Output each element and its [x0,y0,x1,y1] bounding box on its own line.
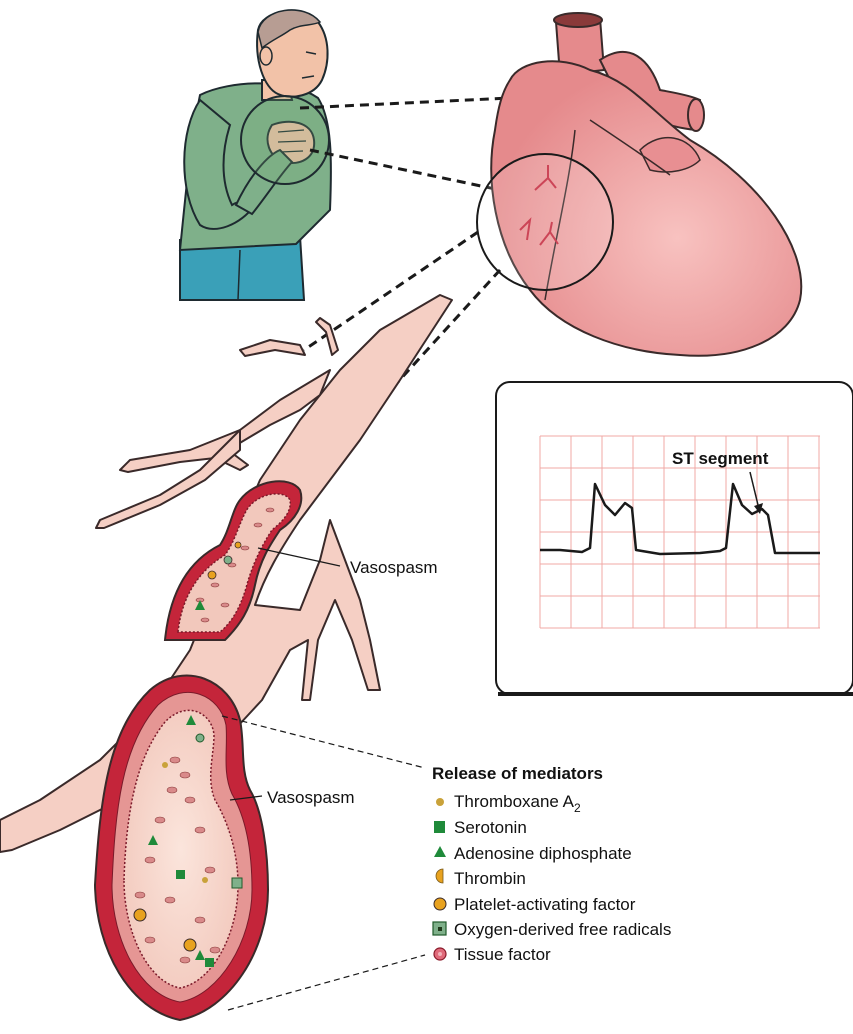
legend-item-oxygen-radicals: Oxygen-derived free radicals [454,920,671,939]
heart-magnifier-circle [477,154,613,290]
legend-item-platelet-activating-factor: Platelet-activating factor [454,895,636,914]
st-segment-label: ST segment [672,449,769,468]
chest-pain-circle [241,96,329,184]
heart [477,13,801,356]
small-orange-dot-icon [436,798,444,806]
orange-circle-icon [434,898,446,910]
legend-title: Release of mediators [432,764,603,783]
legend-item-serotonin: Serotonin [454,818,527,837]
man-figure [180,10,331,300]
legend-item-thromboxane: Thromboxane A2 [454,792,581,815]
legend-item-tissue-factor: Tissue factor [454,945,551,964]
legend-item-thrombin: Thrombin [454,869,526,888]
green-triangle-icon [434,846,446,857]
vasospasm-label-lower: Vasospasm [267,788,355,807]
vasospasm-label-upper: Vasospasm [350,558,438,577]
half-circle-icon [436,869,443,883]
lower-cross-section [95,676,268,1020]
legend-item-adenosine-diphosphate: Adenosine diphosphate [454,844,632,863]
green-square-icon [434,821,445,833]
mediators-legend: Release of mediators Thromboxane A2 Sero… [432,764,671,964]
ecg-panel: ST segment [496,382,853,694]
